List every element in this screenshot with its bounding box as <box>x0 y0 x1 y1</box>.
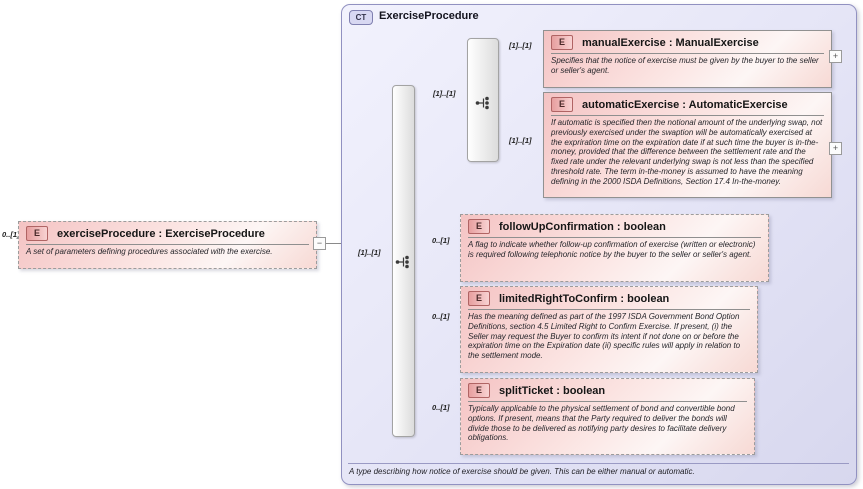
complex-type-badge-icon: CT <box>349 10 373 25</box>
footer-divider <box>348 463 849 464</box>
element-description: Specifies that the notice of exercise mu… <box>551 56 819 75</box>
element-header: E limitedRightToConfirm : boolean <box>461 287 757 307</box>
choice-bar <box>467 38 499 162</box>
complex-type-description: A type describing how notice of exercise… <box>349 467 695 476</box>
element-box-exercise-procedure[interactable]: E exerciseProcedure : ExerciseProcedure … <box>18 221 317 269</box>
element-box-limited-right-to-confirm[interactable]: E limitedRightToConfirm : boolean Has th… <box>460 286 758 373</box>
followup-cardinality-label: 0..[1] <box>432 236 450 245</box>
collapse-icon[interactable]: − <box>313 237 326 250</box>
element-header: E splitTicket : boolean <box>461 379 754 399</box>
complex-type-title: ExerciseProcedure <box>379 10 479 22</box>
element-description: Typically applicable to the physical set… <box>468 404 735 443</box>
element-header: E manualExercise : ManualExercise <box>544 31 831 51</box>
element-box-automatic-exercise[interactable]: E automaticExercise : AutomaticExercise … <box>543 92 832 198</box>
automatic-cardinality-label: [1]..[1] <box>509 136 532 145</box>
element-description: A set of parameters defining procedures … <box>26 247 273 256</box>
element-title: limitedRightToConfirm : boolean <box>499 292 670 305</box>
divider <box>468 401 747 402</box>
divider <box>551 115 824 116</box>
connector-root-to-container <box>326 243 341 244</box>
expand-icon[interactable]: + <box>829 142 842 155</box>
choice-cardinality-label: [1]..[1] <box>433 89 456 98</box>
element-header: E followUpConfirmation : boolean <box>461 215 768 235</box>
element-title: exerciseProcedure : ExerciseProcedure <box>57 227 265 240</box>
divider <box>468 309 750 310</box>
element-title: splitTicket : boolean <box>499 384 606 397</box>
sequence-cardinality-label: [1]..[1] <box>358 248 381 257</box>
element-title: manualExercise : ManualExercise <box>582 36 759 49</box>
expand-icon[interactable]: + <box>829 50 842 63</box>
divider <box>551 53 824 54</box>
element-description: Has the meaning defined as part of the 1… <box>468 312 741 361</box>
manual-cardinality-label: [1]..[1] <box>509 41 532 50</box>
sequence-bar <box>392 85 415 437</box>
element-badge-icon: E <box>468 219 490 234</box>
element-badge-icon: E <box>551 97 573 112</box>
element-title: followUpConfirmation : boolean <box>499 220 666 233</box>
element-badge-icon: E <box>468 383 490 398</box>
element-box-split-ticket[interactable]: E splitTicket : boolean Typically applic… <box>460 378 755 455</box>
element-box-manual-exercise[interactable]: E manualExercise : ManualExercise Specif… <box>543 30 832 88</box>
choice-icon <box>475 96 489 110</box>
element-header: E exerciseProcedure : ExerciseProcedure <box>19 222 316 242</box>
element-box-followup-confirmation[interactable]: E followUpConfirmation : boolean A flag … <box>460 214 769 282</box>
element-badge-icon: E <box>468 291 490 306</box>
limited-cardinality-label: 0..[1] <box>432 312 450 321</box>
element-description: A flag to indicate whether follow-up con… <box>468 240 756 259</box>
divider <box>468 237 761 238</box>
divider <box>26 244 309 245</box>
element-badge-icon: E <box>551 35 573 50</box>
split-cardinality-label: 0..[1] <box>432 403 450 412</box>
sequence-icon <box>395 255 409 269</box>
element-title: automaticExercise : AutomaticExercise <box>582 98 788 111</box>
element-badge-icon: E <box>26 226 48 241</box>
element-header: E automaticExercise : AutomaticExercise <box>544 93 831 113</box>
element-description: If automatic is specified then the notio… <box>551 118 823 186</box>
root-cardinality-label: 0..[1] <box>2 230 20 239</box>
